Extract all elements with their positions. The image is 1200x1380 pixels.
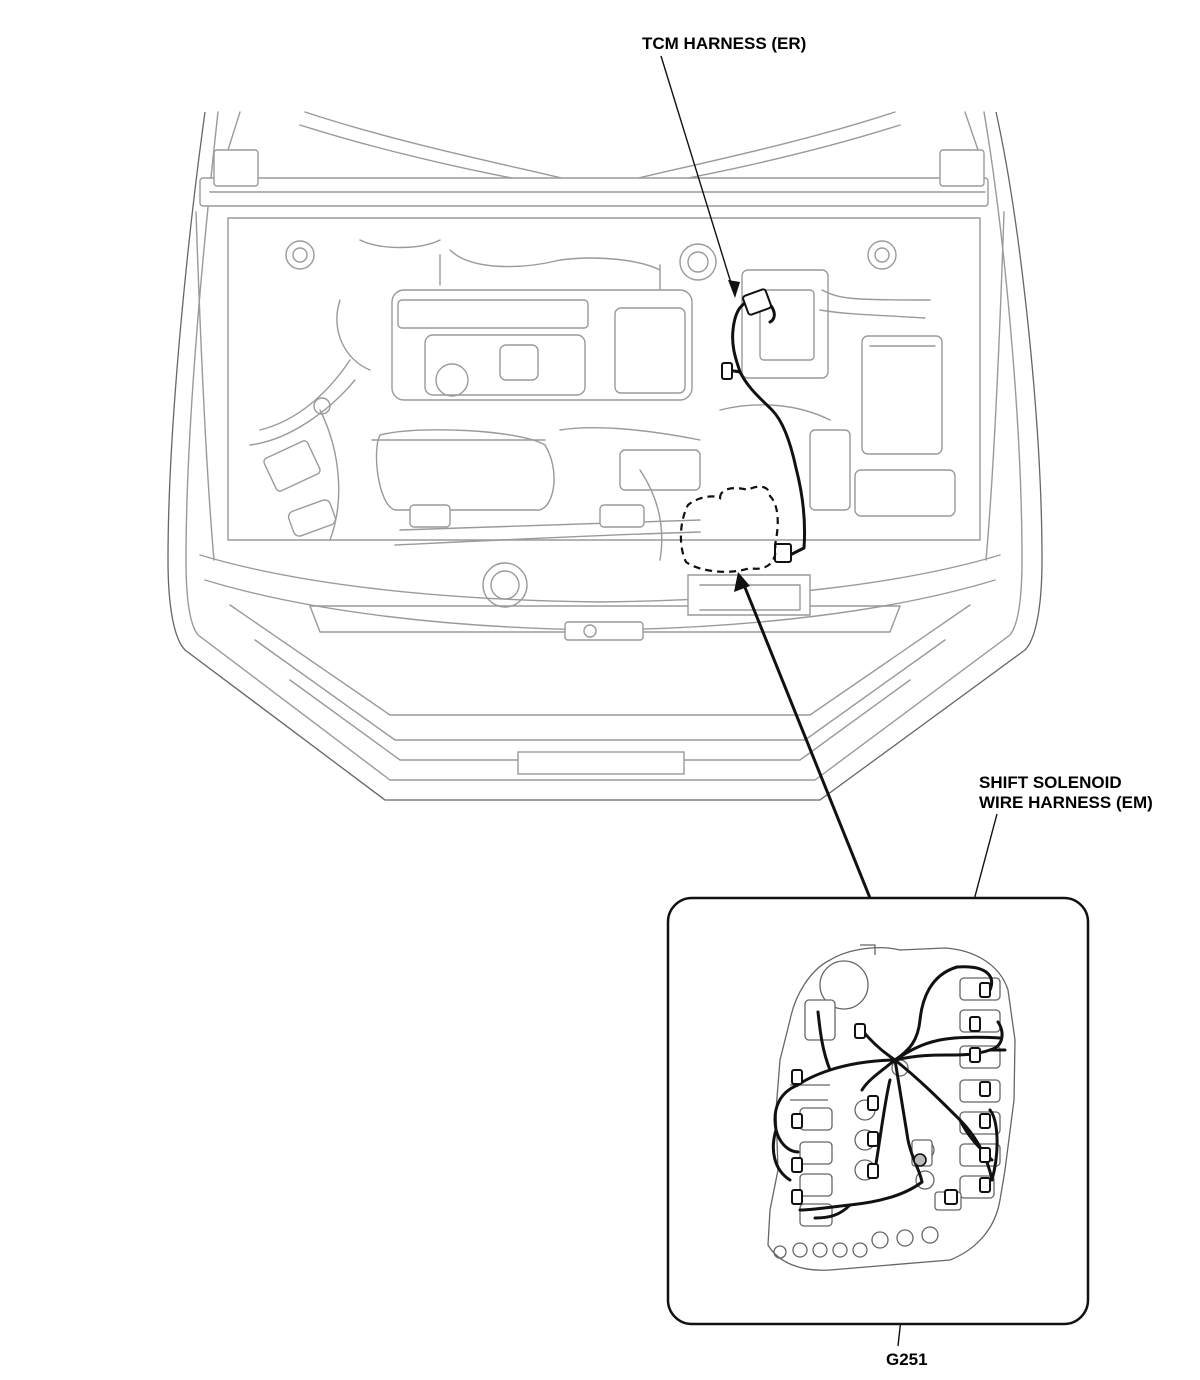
vehicle-body	[167, 111, 1043, 801]
shift-solenoid-harness-label: SHIFT SOLENOID WIRE HARNESS (EM)	[979, 773, 1153, 813]
tcm-harness-label: TCM HARNESS (ER)	[642, 34, 807, 53]
engine-components	[249, 239, 956, 616]
shift-solenoid-harness	[771, 965, 1007, 1220]
g251-label: G251	[886, 1350, 928, 1369]
transmission-highlight-area	[679, 485, 779, 573]
tcm-harness	[679, 288, 872, 899]
g251-ground-point	[913, 1153, 927, 1167]
shift-solenoid-label-line1: SHIFT SOLENOID	[979, 773, 1122, 792]
valve-body-detail	[767, 944, 1016, 1271]
shift-solenoid-label-line2: WIRE HARNESS (EM)	[979, 793, 1153, 812]
